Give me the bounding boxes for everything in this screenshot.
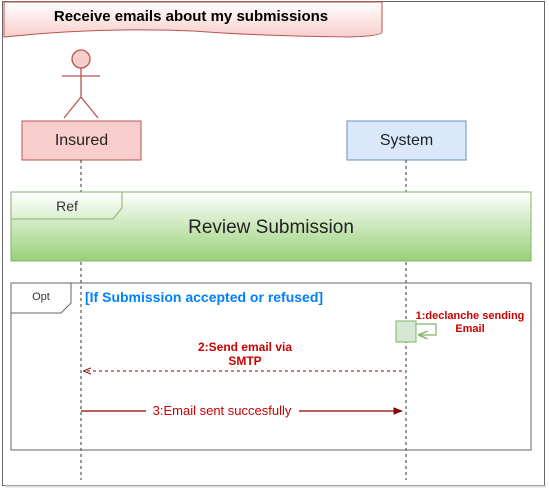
message-1-label-line1: 1:declanche sending: [416, 310, 525, 322]
insured-label: Insured: [55, 132, 108, 149]
opt-frame[interactable]: [10, 282, 532, 451]
opt-tag-shape: [10, 282, 72, 314]
ref-label: Review Submission: [188, 217, 354, 238]
diagram-frame-shadow: [5, 485, 546, 488]
message-3-label: 3:Email sent succesfully: [153, 403, 292, 418]
message-2-label-line2: SMTP: [228, 354, 261, 368]
opt-guard: [If Submission accepted or refused]: [85, 289, 323, 305]
message-1-label-line2: Email: [455, 323, 484, 335]
title-shape: [3, 1, 383, 38]
insured-lifeline-head[interactable]: [21, 120, 142, 161]
message-2-label-bg: [191, 340, 299, 369]
message-2-label-line1: 2:Send email via: [198, 340, 292, 354]
diagram-title: Receive emails about my submissions: [54, 8, 328, 25]
ref-tag-shape: [10, 191, 123, 220]
system-activation: [395, 320, 417, 343]
self-message-arrow: [416, 323, 437, 335]
opt-tag: Opt: [32, 291, 50, 303]
message-3-label-bg: [146, 403, 299, 419]
ref-tag: Ref: [56, 198, 78, 214]
system-label: System: [380, 132, 433, 149]
ref-frame[interactable]: [10, 191, 532, 262]
system-lifeline-head[interactable]: [346, 120, 467, 161]
actor-icon: [62, 49, 100, 119]
